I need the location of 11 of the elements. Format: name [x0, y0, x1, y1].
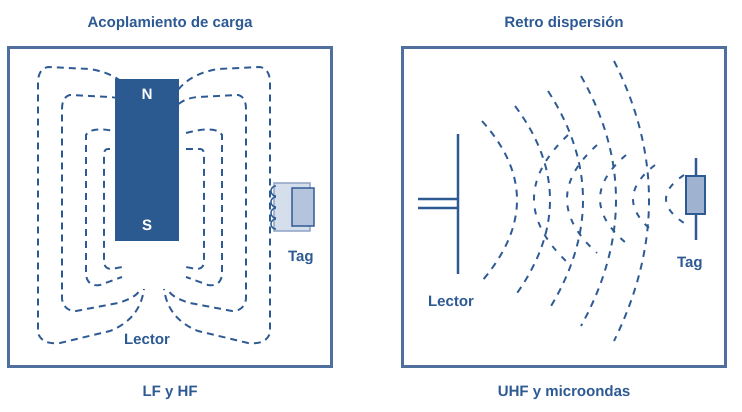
- component-label: Tag: [288, 247, 314, 267]
- pole-label: N: [142, 87, 152, 102]
- component-label: Lector: [124, 330, 170, 350]
- component-label: Lector: [428, 292, 474, 312]
- component-label: Tag: [677, 253, 703, 273]
- frequency-caption: LF y HF: [142, 382, 198, 402]
- panel-title: Acoplamiento de carga: [87, 13, 253, 33]
- pole-label: S: [142, 218, 152, 233]
- frequency-caption: UHF y microondas: [498, 382, 630, 402]
- magnet-bar: [115, 79, 179, 241]
- panel-title: Retro dispersión: [504, 13, 624, 33]
